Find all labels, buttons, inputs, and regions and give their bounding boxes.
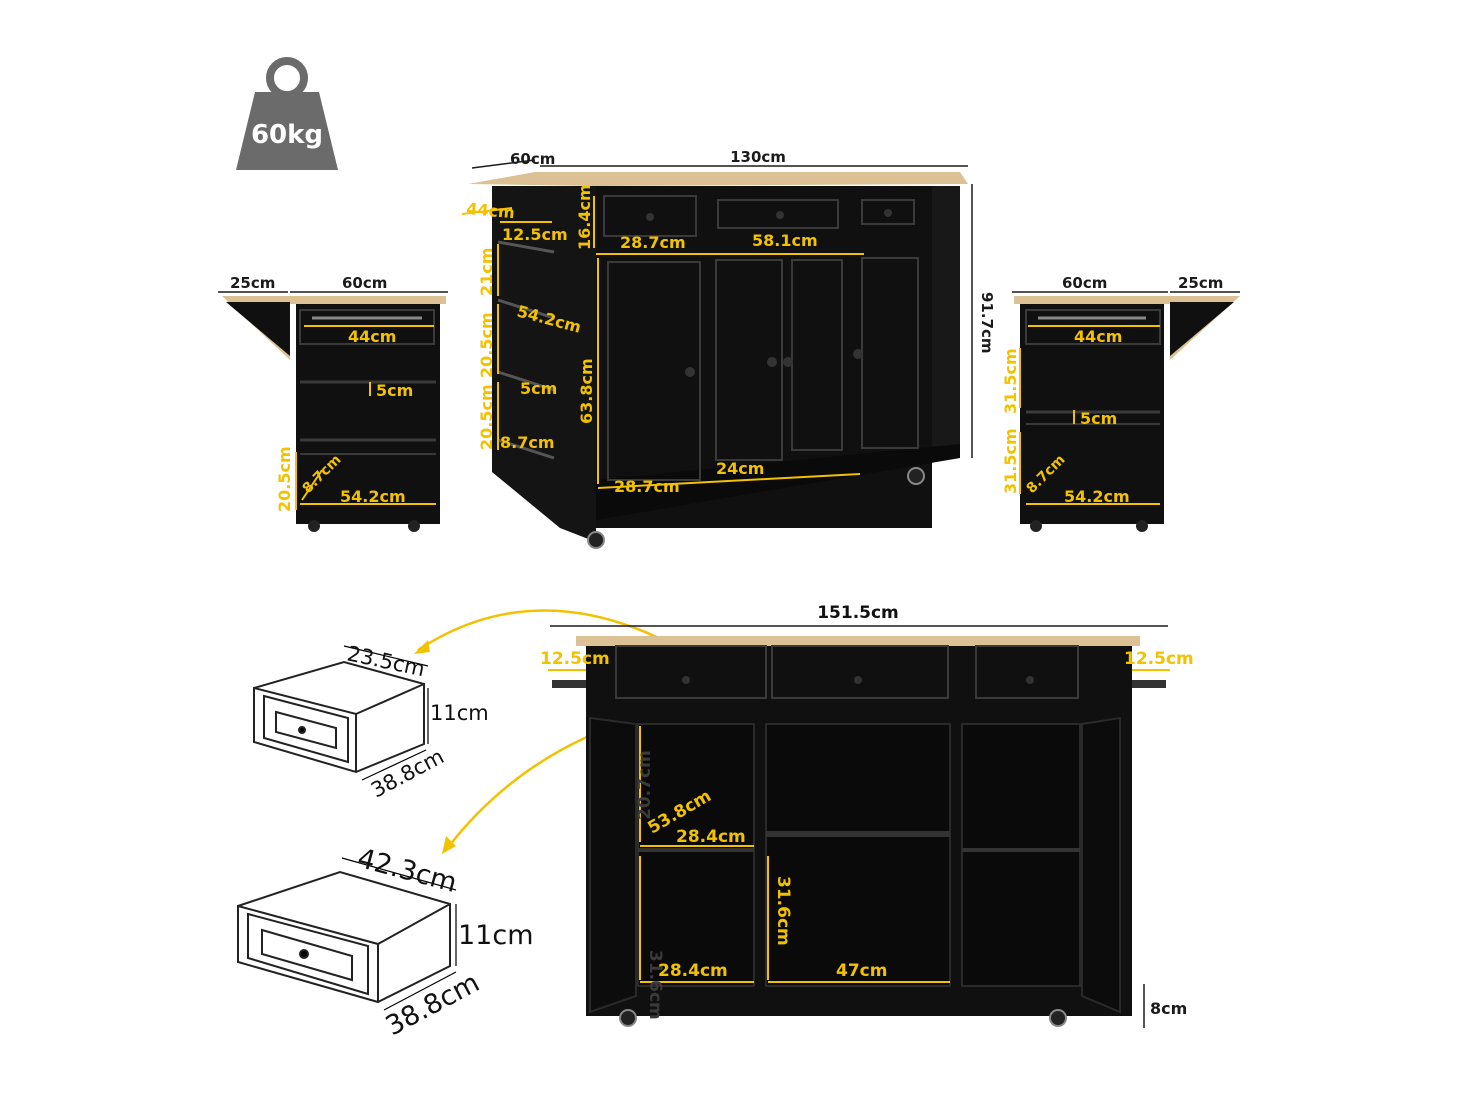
drawer-height-label: 16.4cm <box>575 184 594 250</box>
left-rail-label: 5cm <box>376 381 413 400</box>
overhang-right-label: 12.5cm <box>1124 649 1194 669</box>
small-drawer <box>253 645 429 781</box>
upper-shelf-height-label: 20.7cm <box>635 750 655 820</box>
overhang-left-label: 12.5cm <box>540 649 610 669</box>
side-shelf-3-label: 20.5cm <box>477 384 496 450</box>
lower-left-height-label: 31.6cm <box>645 950 665 1020</box>
right-side-view: 60cm 25cm 44cm 31.5cm 5cm 31.5cm 8.7cm 5… <box>1001 274 1240 532</box>
drawer-left-width-label: 28.7cm <box>620 233 686 252</box>
large-drawer-height-label: 11cm <box>458 920 534 951</box>
weight-icon: 60kg <box>236 57 338 170</box>
right-depth-label: 60cm <box>1062 274 1107 292</box>
drawer-center-width-label: 58.1cm <box>752 231 818 250</box>
side-bottom-label: 8.7cm <box>500 433 555 452</box>
left-bottom-height-label: 20.5cm <box>275 446 294 512</box>
right-shelf-width-label: 54.2cm <box>1064 487 1130 506</box>
right-shelf-height-1-label: 31.5cm <box>1001 348 1020 414</box>
door-left-width-label: 28.7cm <box>614 477 680 496</box>
left-flap-label: 25cm <box>230 274 275 292</box>
left-bar-label: 44cm <box>348 327 396 346</box>
towel-bar-label: 44cm <box>466 199 516 222</box>
open-width-label: 151.5cm <box>817 603 899 623</box>
right-bar-label: 44cm <box>1074 327 1122 346</box>
wood-top <box>468 172 968 186</box>
main-width-label: 130cm <box>730 148 786 166</box>
lower-shelf-width-label: 28.4cm <box>658 961 728 981</box>
weight-label: 60kg <box>251 120 323 150</box>
right-shelf-height-2-label: 31.5cm <box>1001 428 1020 494</box>
main-island: 60cm 130cm 91.7cm 44cm 12.5cm 16.4cm 21c… <box>461 148 996 549</box>
side-shelf-1-label: 21cm <box>477 248 496 296</box>
small-drawer-height-label: 11cm <box>430 701 489 725</box>
center-width-label: 47cm <box>836 961 887 981</box>
shelf-depth-label: 12.5cm <box>502 225 568 244</box>
main-depth-label: 60cm <box>510 150 555 168</box>
right-flap-label: 25cm <box>1178 274 1223 292</box>
side-rail-label: 5cm <box>520 379 557 398</box>
wheel-height-label: 8cm <box>1150 999 1187 1018</box>
cabinet-height-label: 63.8cm <box>577 358 596 424</box>
left-side-view: 25cm 60cm 44cm 5cm 20.5cm 8.7cm 54.2cm <box>218 274 448 532</box>
side-shelf-unit <box>492 186 596 542</box>
left-depth-label: 60cm <box>342 274 387 292</box>
door-center-width-label: 24cm <box>716 459 764 478</box>
side-shelf-2-label: 20.5cm <box>477 312 496 378</box>
right-rail-label: 5cm <box>1080 409 1117 428</box>
left-shelf-width-label: 54.2cm <box>340 487 406 506</box>
lower-shelf-height-label: 31.6cm <box>773 876 793 946</box>
small-drawer-arrow <box>417 609 687 654</box>
upper-shelf-width-label: 28.4cm <box>676 827 746 847</box>
large-drawer <box>237 857 457 1011</box>
open-front-view: 151.5cm 12.5cm 12.5cm 20.7cm 53.8cm 28.4… <box>540 603 1194 1028</box>
main-height-label: 91.7cm <box>978 292 996 354</box>
